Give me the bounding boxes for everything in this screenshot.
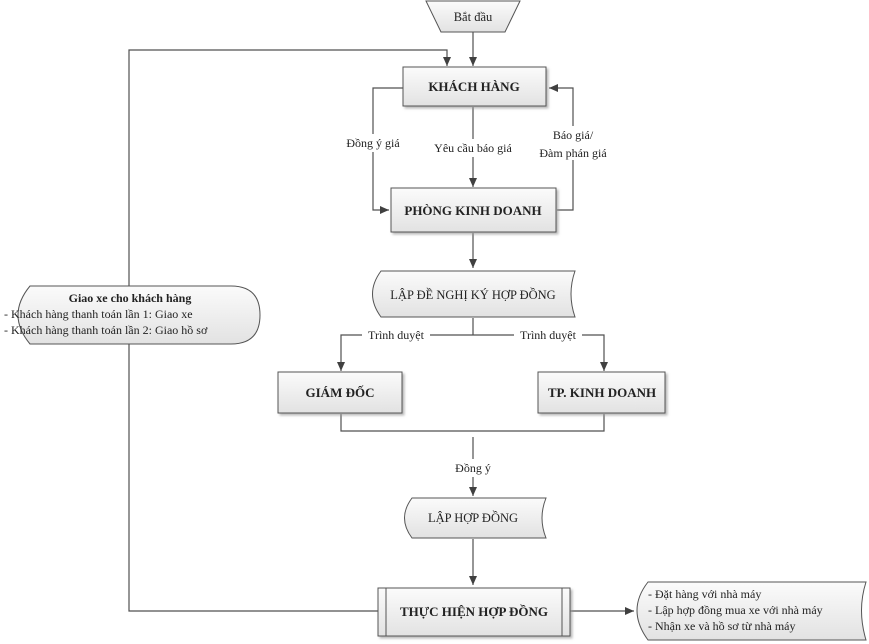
- sales-dept-label: PHÒNG KINH DOANH: [404, 203, 541, 218]
- customer-label: KHÁCH HÀNG: [428, 79, 519, 94]
- edge-label-quote-line2: Đàm phán giá: [539, 146, 607, 160]
- edge-label-quote-line1: Báo giá/: [553, 128, 594, 142]
- customer-node: KHÁCH HÀNG: [402, 66, 547, 107]
- delivery-line-1: - Khách hàng thanh toán lần 1: Giao xe: [4, 307, 193, 321]
- director-node: GIÁM ĐỐC: [277, 371, 403, 414]
- edge-merge: [340, 414, 605, 432]
- delivery-title: Giao xe cho khách hàng: [69, 291, 192, 305]
- start-label: Bắt đầu: [454, 10, 493, 24]
- connectors: [128, 32, 634, 615]
- start-node: Bắt đầu: [425, 0, 521, 33]
- contract-node: LẬP HỢP ĐỒNG: [404, 497, 547, 539]
- director-label: GIÁM ĐỐC: [306, 385, 375, 400]
- edge-delivery-loop: [128, 49, 451, 612]
- sales-head-node: TP. KINH DOANH: [537, 371, 666, 414]
- proposal-node: LẬP ĐỀ NGHỊ KÝ HỢP ĐỒNG: [372, 270, 576, 318]
- edge-label-request-quote: Yêu cầu báo giá: [434, 141, 512, 155]
- edge-label-submit-left: Trình duyệt: [368, 328, 425, 342]
- sales-head-label: TP. KINH DOANH: [548, 385, 656, 400]
- edge-label-approve: Đồng ý: [455, 461, 491, 475]
- edge-label-submit-right: Trình duyệt: [520, 328, 577, 342]
- factory-line-2: - Lập hợp đồng mua xe với nhà máy: [648, 603, 823, 617]
- proposal-label: LẬP ĐỀ NGHỊ KÝ HỢP ĐỒNG: [390, 287, 555, 302]
- delivery-node: Giao xe cho khách hàng - Khách hàng than…: [4, 285, 261, 345]
- factory-line-3: - Nhận xe và hồ sơ từ nhà máy: [648, 619, 795, 633]
- sales-dept-node: PHÒNG KINH DOANH: [390, 187, 557, 233]
- delivery-line-2: - Khách hàng thanh toán lần 2: Giao hồ s…: [4, 323, 208, 337]
- edge-label-agree-price: Đồng ý giá: [346, 136, 400, 150]
- execute-node: THỰC HIỆN HỢP ĐỒNG: [377, 587, 571, 637]
- execute-label: THỰC HIỆN HỢP ĐỒNG: [400, 604, 548, 619]
- factory-line-1: - Đặt hàng với nhà máy: [648, 587, 761, 601]
- factory-node: - Đặt hàng với nhà máy - Lập hợp đồng mu…: [636, 581, 867, 641]
- contract-label: LẬP HỢP ĐỒNG: [428, 510, 518, 525]
